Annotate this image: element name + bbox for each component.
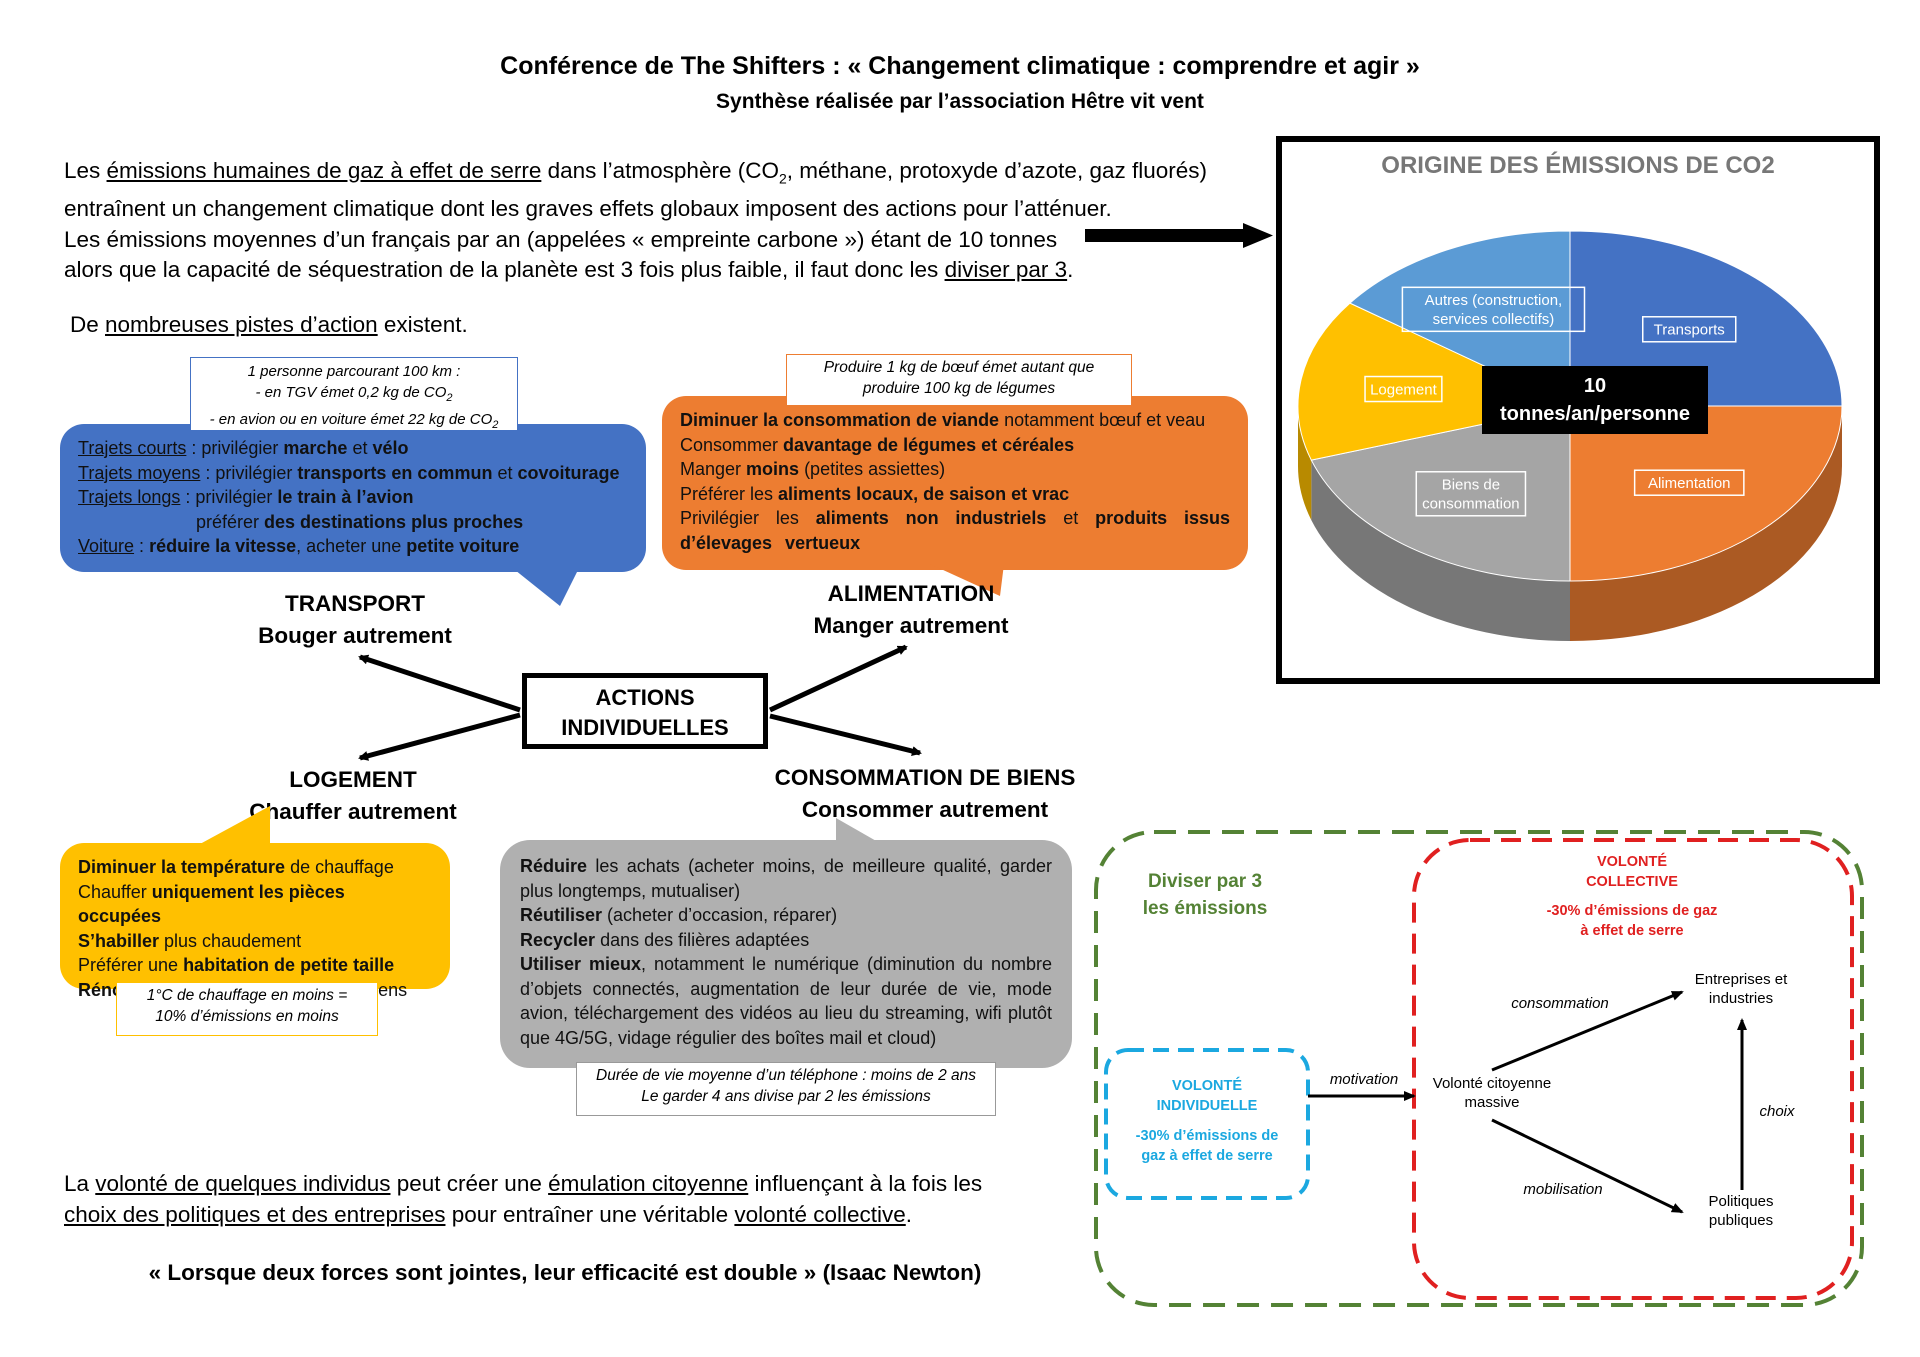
transport-row-4: préférer des destinations plus proches (196, 511, 524, 532)
pie-label-3: Logement (1364, 375, 1443, 403)
pie-slice-1 (1569, 405, 1843, 582)
alimentation-row-3: Manger moins (petites assiettes) (680, 459, 946, 479)
logement-row-3: S’habiller plus chaudement (78, 930, 302, 951)
transport-row-3: Trajets longs : privilégier le train à l… (78, 487, 414, 507)
logement-row-4: Préférer une habitation de petite taille (78, 955, 395, 975)
alimentation-row-2: Consommer davantage de légumes et céréal… (680, 434, 1075, 455)
newton-quote: « Lorsque deux forces sont jointes, leur… (148, 1260, 982, 1285)
biens-row-1: Réduire les achats (acheter moins, de me… (520, 856, 1052, 901)
motivation-label: motivation (1329, 1071, 1399, 1088)
transport-bubble-tail (510, 566, 580, 606)
pie-label-2: Biens de consommation (1415, 471, 1527, 517)
logement-note: 1°C de chauffage en moins = 10% d’émissi… (116, 982, 378, 1036)
alimentation-bubble: Diminuer la consommation de viande notam… (662, 396, 1248, 570)
alimentation-row-1: Diminuer la consommation de viande notam… (680, 410, 1206, 430)
choix-label: choix (1759, 1103, 1795, 1120)
logement-row-2: Chauffer uniquement les pièces occupées (78, 881, 345, 927)
intro-line-3: Les émissions moyennes d’un français par… (64, 226, 1058, 252)
page-subtitle: Synthèse réalisée par l’association Hêtr… (716, 90, 1204, 113)
biens-row-4: Utiliser mieux, notamment le numérique (… (520, 954, 1052, 1048)
alimentation-row-5: Privilégier les aliments non industriels… (680, 508, 1230, 553)
svg-text:services collectifs): services collectifs) (1433, 311, 1555, 328)
svg-text:Biens de: Biens de (1442, 477, 1500, 494)
pie-label-4: Autres (construction, services collectifs… (1401, 286, 1586, 333)
intro-line-4: alors que la capacité de séquestration d… (64, 257, 1074, 282)
intro-line-2: entraînent un changement climatique dont… (64, 196, 1112, 221)
conclusion-line-1: La volonté de quelques individus peut cr… (64, 1171, 983, 1196)
actions-individuelles-box: ACTIONS INDIVIDUELLES (522, 673, 768, 749)
intro-line-1: Les émissions humaines de gaz à effet de… (64, 158, 1208, 187)
biens-note: Durée de vie moyenne d’un téléphone : mo… (576, 1062, 996, 1116)
page-title: Conférence de The Shifters : « Changemen… (500, 52, 1420, 80)
transport-row-5: Voiture : réduire la vitesse, acheter un… (78, 536, 520, 556)
alimentation-row-4: Préférer les aliments locaux, de saison … (680, 483, 1070, 504)
blue-dashed-frame (1104, 1048, 1310, 1200)
transport-bubble: Trajets courts : privilégier marche et v… (60, 424, 646, 572)
pie-slice-0 (1569, 230, 1843, 407)
logement-bubble-tail (200, 806, 270, 844)
consommation-arrow (1491, 990, 1684, 1072)
pie-slice-3 (1297, 302, 1572, 461)
transport-row-1: Trajets courts : privilégier marche et v… (78, 438, 409, 458)
biens-row-2: Réutiliser (acheter d’occasion, réparer) (520, 905, 838, 925)
consommation-label: consommation (1511, 995, 1609, 1012)
red-dashed-frame (1412, 838, 1854, 1300)
svg-text:Logement: Logement (1370, 381, 1438, 398)
svg-text:Alimentation: Alimentation (1648, 475, 1731, 492)
transport-note: 1 personne parcourant 100 km : - en TGV … (190, 357, 518, 431)
intro-line-5: De nombreuses pistes d’action existent. (70, 312, 468, 337)
biens-row-3: Recycler dans des filières adaptées (520, 929, 810, 950)
logement-bubble: Diminuer la température de chauffage Cha… (60, 843, 450, 1000)
mobilisation-label: mobilisation (1523, 1181, 1603, 1198)
pie-side-2 (1311, 460, 1570, 641)
svg-text:Transports: Transports (1654, 322, 1725, 339)
alimentation-note: Produire 1 kg de bœuf émet autant que pr… (786, 354, 1132, 406)
chart-title: ORIGINE DES ÉMISSIONS DE CO2 (1381, 152, 1775, 179)
mobilisation-arrow (1491, 1118, 1684, 1214)
alimentation-bubble-tail (930, 564, 1004, 596)
green-dashed-frame (1094, 830, 1864, 1307)
conclusion-line-2: choix des politiques et des entreprises … (64, 1202, 913, 1227)
svg-text:Autres (construction,: Autres (construction, (1425, 292, 1563, 309)
arrow-to-chart (1085, 223, 1273, 248)
logement-row-1: Diminuer la température de chauffage (78, 857, 394, 877)
pie-label-1: Alimentation (1633, 469, 1745, 496)
transport-row-2: Trajets moyens : privilégier transports … (78, 462, 620, 483)
chart-center-label: 10 tonnes/an/personne (1482, 366, 1708, 434)
pie-label-0: Transports (1641, 316, 1737, 343)
intro-paragraph: Les émissions humaines de gaz à effet de… (64, 156, 1207, 286)
biens-bubble: Réduire les achats (acheter moins, de me… (500, 840, 1072, 1068)
svg-text:consommation: consommation (1422, 496, 1520, 513)
pie-slice-2 (1310, 405, 1571, 582)
pie-slice-4 (1349, 230, 1571, 407)
conclusion-paragraph: La volonté de quelques individus peut cr… (64, 1168, 982, 1230)
pie-side-1 (1570, 406, 1842, 641)
